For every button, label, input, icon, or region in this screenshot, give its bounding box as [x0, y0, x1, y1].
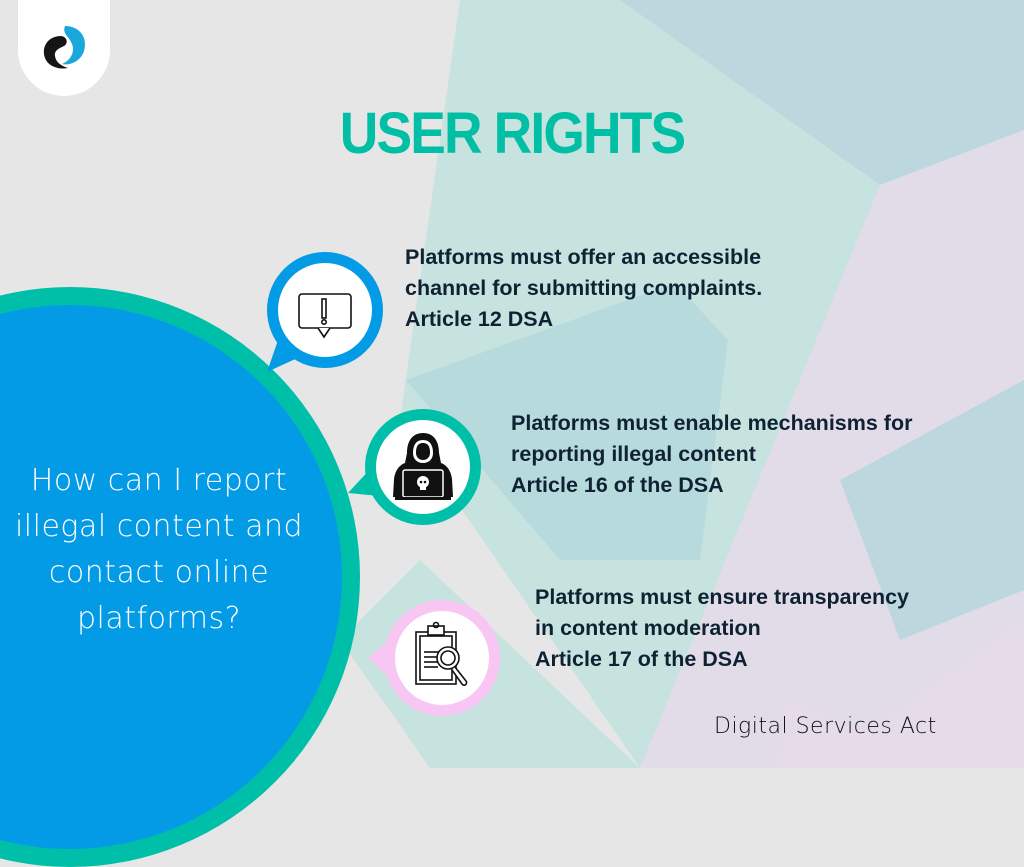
logo-tab	[18, 0, 110, 96]
bubble-reporting	[348, 409, 481, 525]
hacker-icon	[393, 433, 453, 500]
page-title: USER RIGHTS	[339, 101, 686, 166]
central-question: How can I report illegal content and con…	[14, 463, 304, 636]
bubble-transparency	[368, 600, 500, 716]
brand-logo-icon	[43, 26, 86, 69]
footer-label: Digital Services Act	[714, 714, 937, 739]
clipboard-search-icon	[415, 621, 468, 687]
item-complaints: Platforms must offer an accessible chann…	[405, 245, 763, 331]
item-transparency: Platforms must ensure transparency in co…	[535, 585, 909, 671]
bubble-complaints	[267, 252, 383, 372]
warning-message-icon	[298, 293, 352, 339]
item-reporting: Platforms must enable mechanisms for rep…	[511, 411, 913, 497]
